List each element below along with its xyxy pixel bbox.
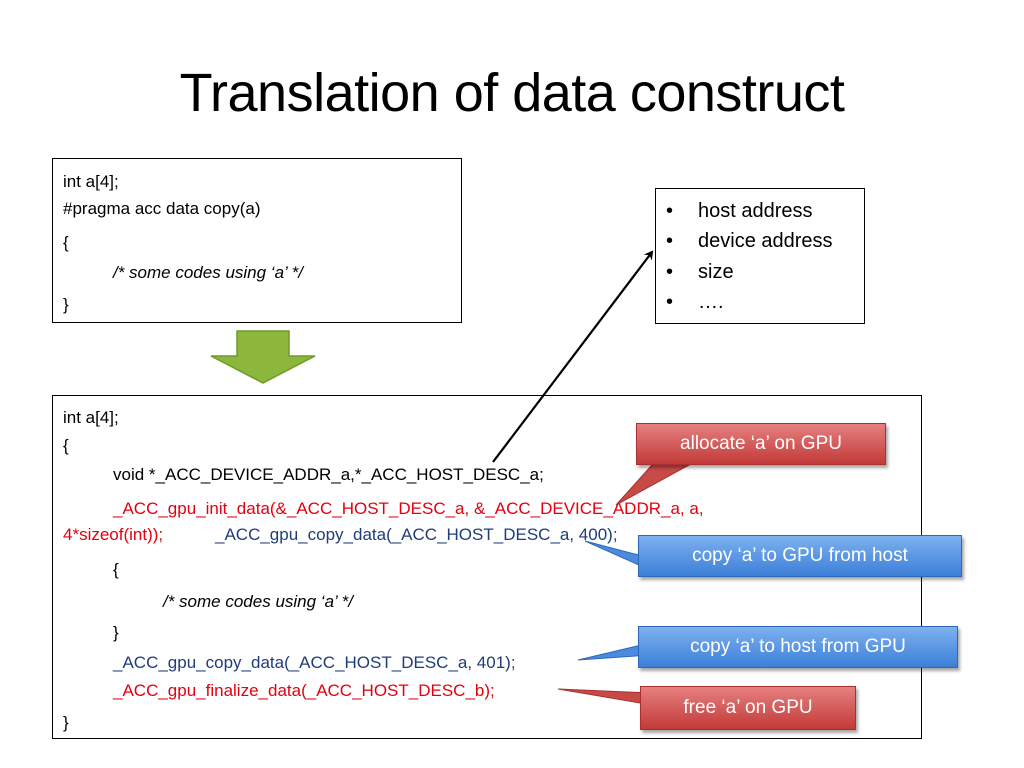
descriptor-box: •host address •device address •size •….	[655, 188, 865, 324]
code-line: 4*sizeof(int));	[63, 525, 164, 544]
code-line: void *_ACC_DEVICE_ADDR_a,*_ACC_HOST_DESC…	[113, 465, 544, 484]
source-line: #pragma acc data copy(a)	[63, 199, 261, 218]
down-arrow-icon	[210, 330, 316, 384]
source-line: {	[63, 233, 69, 252]
slide-title: Translation of data construct	[179, 63, 845, 123]
code-line: }	[113, 623, 119, 642]
code-line: }	[63, 713, 69, 732]
code-line: _ACC_gpu_copy_data(_ACC_HOST_DESC_a, 400…	[215, 525, 618, 544]
pointer-arrow	[492, 250, 654, 463]
callout-copy-to-gpu: copy ‘a’ to GPU from host	[638, 535, 962, 577]
code-line: /* some codes using ‘a’ */	[163, 592, 353, 611]
code-line: int a[4];	[63, 408, 119, 427]
list-item: •device address	[666, 230, 833, 252]
source-line: /* some codes using ‘a’ */	[113, 263, 303, 282]
callout-free: free ‘a’ on GPU	[640, 686, 856, 730]
list-item: •size	[666, 261, 734, 283]
source-line: int a[4];	[63, 172, 119, 191]
code-line: _ACC_gpu_finalize_data(_ACC_HOST_DESC_b)…	[113, 681, 495, 700]
code-line: _ACC_gpu_copy_data(_ACC_HOST_DESC_a, 401…	[113, 653, 516, 672]
source-code-box: int a[4]; #pragma acc data copy(a) { /* …	[52, 158, 462, 323]
code-line: {	[63, 436, 69, 455]
callout-copy-to-host: copy ‘a’ to host from GPU	[638, 626, 958, 668]
list-item: •….	[666, 291, 724, 313]
callout-allocate: allocate ‘a’ on GPU	[636, 423, 886, 465]
code-line: _ACC_gpu_init_data(&_ACC_HOST_DESC_a, &_…	[113, 499, 704, 518]
callout-pointer	[557, 688, 653, 706]
source-line: }	[63, 295, 69, 314]
code-line: {	[113, 560, 119, 579]
list-item: •host address	[666, 200, 813, 222]
